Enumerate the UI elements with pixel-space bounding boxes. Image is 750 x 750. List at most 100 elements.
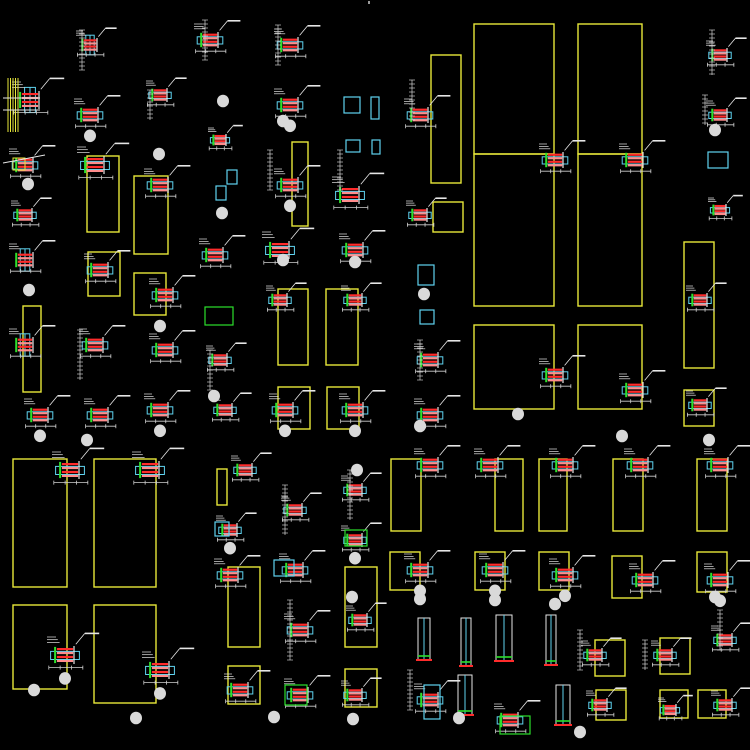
- panel-frame[interactable]: [538, 551, 570, 591]
- panel-frame[interactable]: [473, 153, 555, 307]
- section-callout[interactable]: [423, 684, 441, 720]
- connection-detail[interactable]: [52, 447, 105, 485]
- connection-detail[interactable]: [146, 77, 187, 107]
- connection-detail[interactable]: [149, 329, 196, 364]
- connection-detail[interactable]: [494, 699, 541, 734]
- connection-detail[interactable]: [406, 197, 447, 227]
- connection-detail[interactable]: [624, 444, 671, 479]
- panel-frame[interactable]: [12, 604, 68, 690]
- connection-detail[interactable]: [149, 274, 196, 309]
- connection-detail[interactable]: [414, 444, 461, 479]
- panel-frame[interactable]: [430, 54, 462, 184]
- connection-detail[interactable]: [706, 37, 747, 67]
- connection-detail[interactable]: [274, 85, 321, 119]
- connection-detail[interactable]: [208, 124, 243, 151]
- connection-detail[interactable]: [211, 392, 252, 422]
- connection-detail[interactable]: [711, 687, 750, 717]
- panel-frame[interactable]: [577, 153, 643, 307]
- connection-detail[interactable]: [346, 602, 387, 632]
- panel-frame[interactable]: [344, 566, 378, 648]
- connection-detail[interactable]: [9, 324, 56, 359]
- panel-frame[interactable]: [595, 689, 627, 721]
- connection-detail[interactable]: [474, 444, 521, 479]
- connection-detail[interactable]: [24, 394, 71, 429]
- section-callout[interactable]: [344, 529, 368, 547]
- connection-detail[interactable]: [706, 97, 747, 127]
- panel-frame[interactable]: [216, 468, 228, 506]
- column-post[interactable]: [459, 617, 473, 667]
- section-callout[interactable]: [370, 96, 380, 120]
- connection-detail[interactable]: [708, 194, 743, 221]
- connection-detail[interactable]: [144, 389, 191, 424]
- section-callout[interactable]: [417, 264, 435, 286]
- connection-detail[interactable]: [11, 197, 52, 227]
- panel-frame[interactable]: [325, 288, 359, 366]
- column-post[interactable]: [494, 614, 514, 662]
- connection-detail[interactable]: [651, 637, 692, 667]
- connection-detail[interactable]: [704, 444, 750, 479]
- panel-frame[interactable]: [22, 305, 42, 393]
- connection-detail[interactable]: [206, 342, 247, 372]
- connection-detail[interactable]: [619, 140, 666, 174]
- connection-detail[interactable]: [581, 637, 622, 667]
- connection-detail[interactable]: [332, 172, 385, 210]
- connection-detail[interactable]: [704, 559, 750, 594]
- section-callout[interactable]: [345, 139, 361, 153]
- connection-detail[interactable]: [339, 230, 386, 264]
- connection-detail[interactable]: [549, 444, 596, 479]
- connection-detail[interactable]: [404, 549, 451, 584]
- panel-frame[interactable]: [683, 241, 715, 369]
- connection-detail[interactable]: [74, 95, 121, 129]
- panel-frame[interactable]: [277, 288, 309, 366]
- section-callout[interactable]: [226, 169, 238, 185]
- panel-frame[interactable]: [683, 389, 715, 427]
- connection-detail[interactable]: [479, 549, 526, 584]
- panel-frame[interactable]: [86, 155, 120, 233]
- connection-detail[interactable]: [144, 165, 191, 199]
- panel-frame[interactable]: [538, 458, 568, 532]
- panel-frame[interactable]: [12, 458, 68, 588]
- connection-detail[interactable]: [47, 632, 100, 670]
- panel-frame[interactable]: [494, 458, 524, 532]
- panel-frame[interactable]: [93, 604, 157, 704]
- connection-detail[interactable]: [216, 512, 257, 542]
- connection-detail[interactable]: [84, 250, 131, 284]
- section-callout[interactable]: [284, 684, 308, 706]
- connection-detail[interactable]: [194, 19, 241, 54]
- connection-detail[interactable]: [84, 394, 131, 429]
- connection-detail[interactable]: [539, 140, 586, 174]
- connection-detail[interactable]: [224, 669, 271, 704]
- connection-detail[interactable]: [549, 554, 596, 589]
- connection-detail[interactable]: [281, 492, 322, 522]
- connection-detail[interactable]: [284, 609, 331, 644]
- connection-detail[interactable]: [341, 522, 382, 552]
- panel-frame[interactable]: [344, 668, 378, 708]
- section-callout[interactable]: [343, 96, 361, 114]
- panel-frame[interactable]: [473, 23, 555, 155]
- section-callout[interactable]: [204, 306, 234, 326]
- connection-detail[interactable]: [341, 677, 382, 707]
- connection-detail[interactable]: [711, 622, 750, 652]
- column-post[interactable]: [544, 614, 558, 666]
- connection-detail[interactable]: [341, 282, 382, 312]
- panel-frame[interactable]: [227, 566, 261, 648]
- panel-frame[interactable]: [473, 324, 555, 410]
- section-callout[interactable]: [273, 559, 295, 577]
- section-callout[interactable]: [214, 521, 230, 537]
- connection-detail[interactable]: [629, 559, 676, 594]
- connection-detail[interactable]: [339, 389, 386, 424]
- connection-detail[interactable]: [274, 165, 321, 199]
- connection-detail[interactable]: [279, 549, 326, 584]
- connection-detail[interactable]: [79, 324, 126, 359]
- connection-detail[interactable]: [231, 452, 272, 482]
- connection-detail[interactable]: [274, 24, 321, 59]
- column-post[interactable]: [416, 617, 432, 661]
- section-callout[interactable]: [499, 715, 531, 735]
- panel-frame[interactable]: [93, 458, 157, 588]
- panel-frame[interactable]: [432, 201, 464, 233]
- connection-detail[interactable]: [77, 142, 130, 180]
- connection-detail[interactable]: [269, 389, 316, 424]
- connection-detail[interactable]: [142, 647, 195, 685]
- panel-frame[interactable]: [594, 639, 626, 677]
- connection-detail[interactable]: [414, 679, 461, 714]
